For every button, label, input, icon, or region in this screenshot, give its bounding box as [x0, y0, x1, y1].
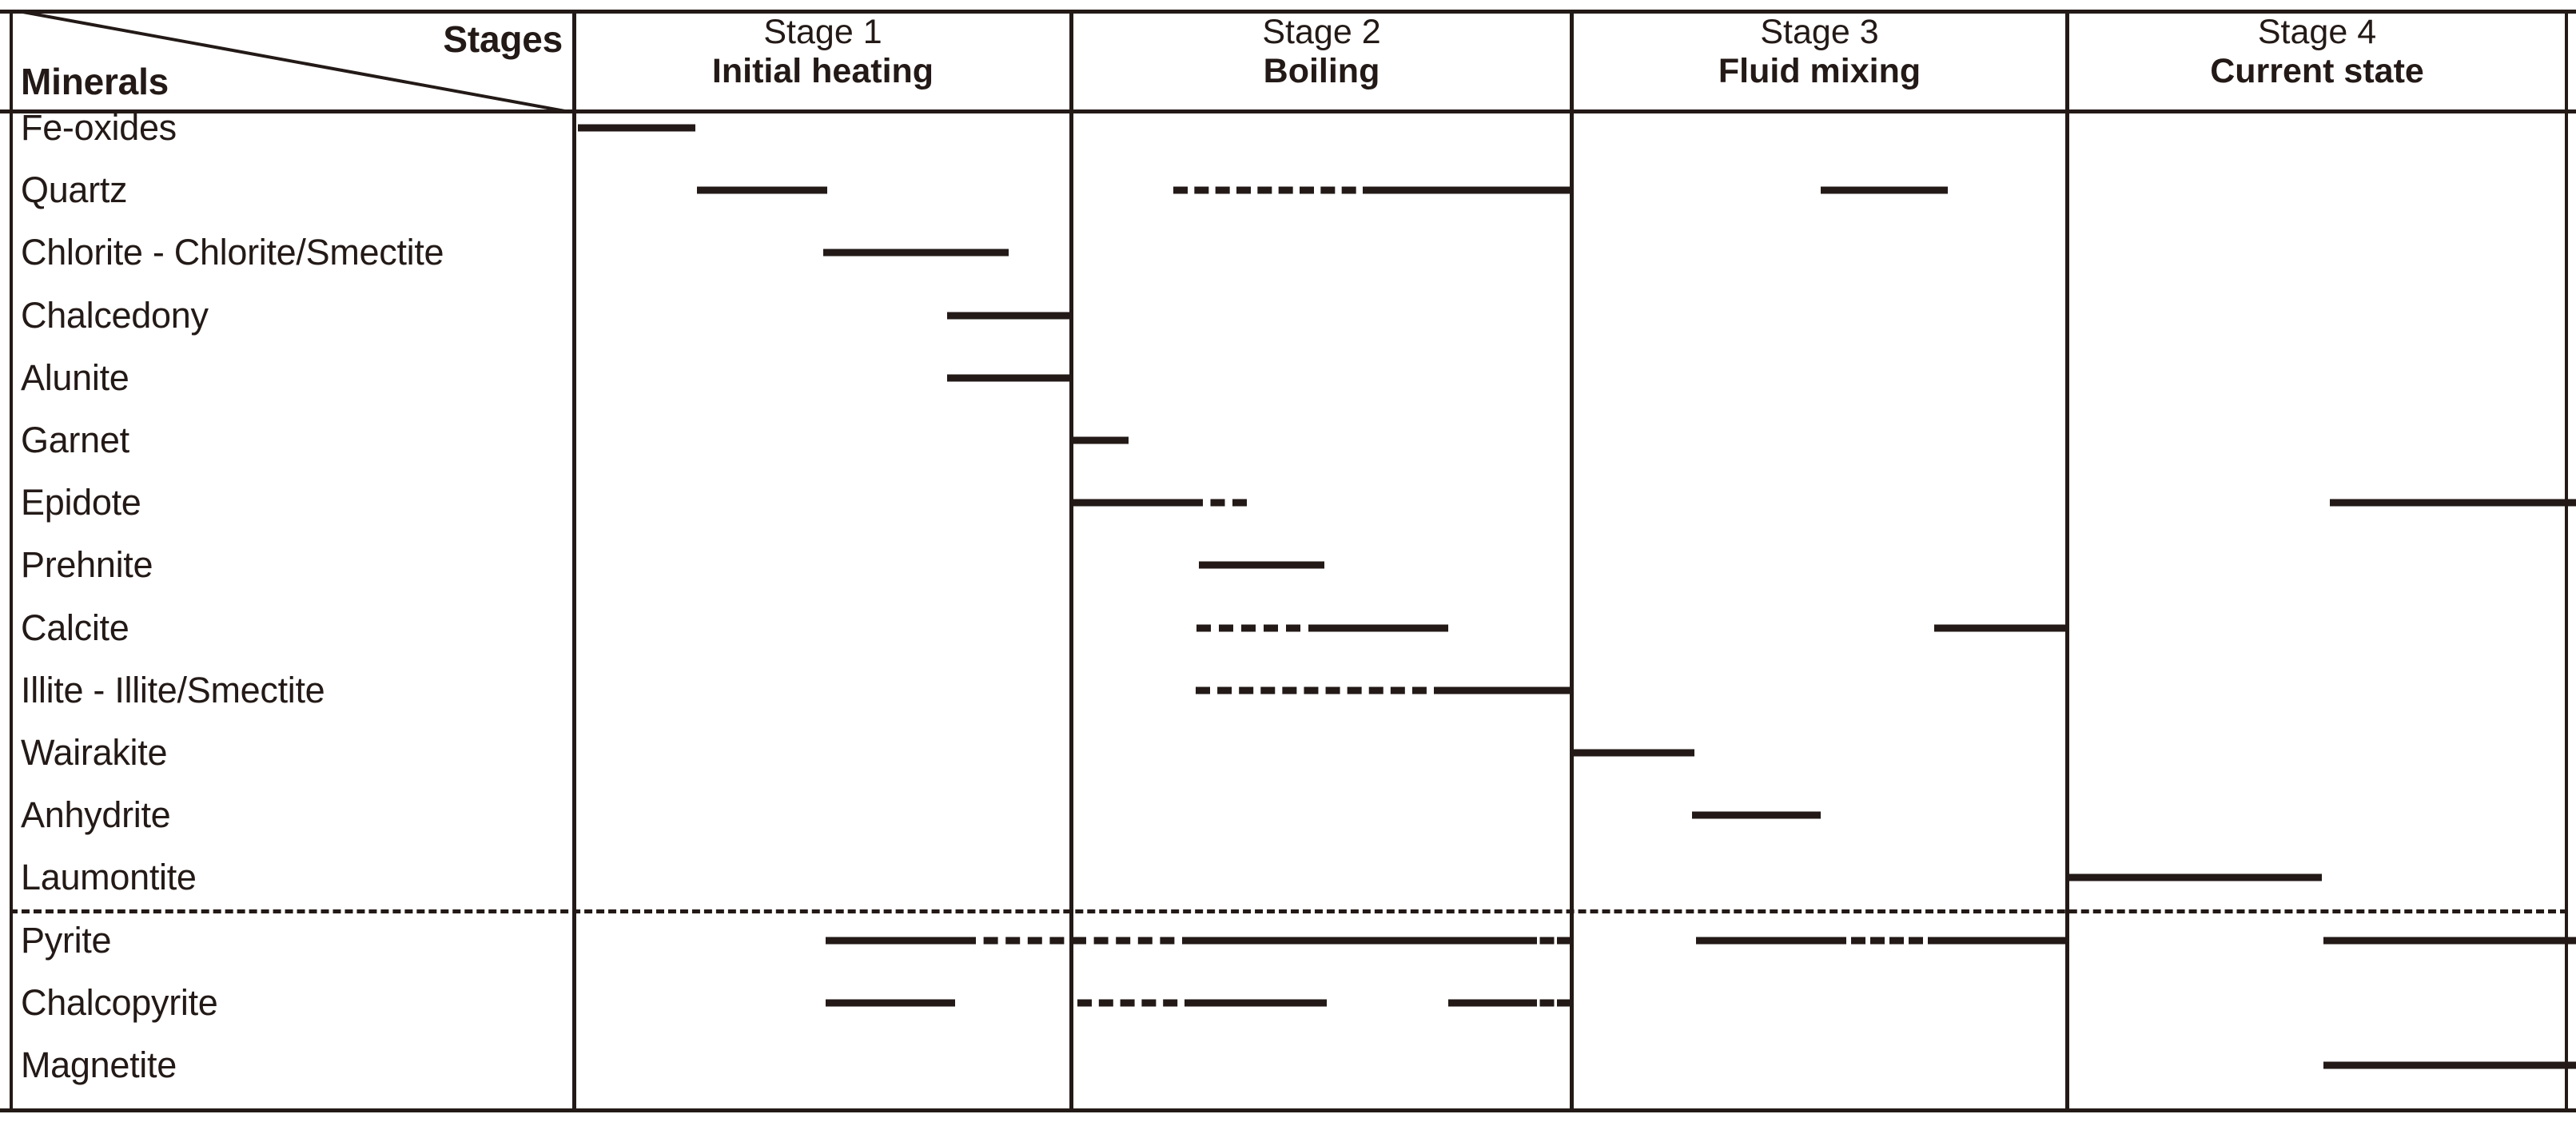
header-bottom-border — [0, 109, 2576, 113]
stage-header-2: Stage 2 Boiling — [1073, 0, 1570, 103]
occurrence-bar-solid — [1448, 999, 1523, 1007]
stage-header-3: Stage 3 Fluid mixing — [1574, 0, 2065, 103]
occurrence-bar-solid — [947, 374, 1071, 382]
stage-number-4: Stage 4 — [2257, 13, 2377, 52]
occurrence-bar-solid — [947, 312, 1071, 320]
mineral-label: Pyrite — [21, 919, 112, 961]
occurrence-bar-dashed — [1188, 499, 1247, 507]
occurrence-bar-solid — [1571, 749, 1694, 757]
occurrence-bar-solid — [1199, 561, 1324, 569]
mineral-label: Anhydrite — [21, 794, 171, 836]
mineral-label: Prehnite — [21, 544, 153, 586]
table-left-border — [10, 10, 13, 1112]
occurrence-bar-solid — [2067, 873, 2322, 881]
column-divider-stage2-stage3 — [1570, 10, 1574, 1112]
occurrence-bar-solid — [823, 249, 1009, 257]
table-bottom-border — [0, 1108, 2576, 1112]
column-divider-stage1-stage2 — [1069, 10, 1073, 1112]
occurrence-bar-solid — [1696, 937, 1832, 945]
stage-number-3: Stage 3 — [1760, 13, 1879, 52]
mineral-label: Quartz — [21, 169, 128, 211]
occurrence-bar-solid — [1323, 624, 1448, 632]
stages-axis-label: Stages — [443, 18, 563, 60]
occurrence-bar-dashed — [1196, 686, 1448, 694]
mineral-label: Laumontite — [21, 857, 197, 898]
occurrence-bar-solid — [1199, 999, 1327, 1007]
stage-number-2: Stage 2 — [1262, 13, 1381, 52]
occurrence-bar-dashed — [1196, 624, 1323, 632]
stage-header-4: Stage 4 Current state — [2069, 0, 2565, 103]
occurrence-bar-solid — [1448, 686, 1571, 694]
mineral-label: Epidote — [21, 482, 141, 523]
occurrence-bar-dashed — [1173, 186, 1377, 194]
stage-name-3: Fluid mixing — [1718, 51, 1921, 90]
minerals-axis-label: Minerals — [21, 61, 169, 102]
occurrence-bar-solid — [1821, 186, 1948, 194]
occurrence-bar-solid — [826, 999, 955, 1007]
mineral-label: Garnet — [21, 420, 129, 460]
mineral-label: Illite - Illite/Smectite — [21, 669, 325, 710]
occurrence-bar-solid — [1071, 436, 1129, 444]
occurrence-bar-solid — [2323, 937, 2576, 945]
mineral-label: Chalcopyrite — [21, 981, 218, 1023]
stage-name-2: Boiling — [1263, 51, 1380, 90]
occurrence-bar-dashed — [962, 937, 1196, 945]
mineral-label: Chlorite - Chlorite/Smectite — [21, 232, 444, 273]
mineral-label: Chalcedony — [21, 294, 209, 336]
column-divider-minerals — [572, 10, 576, 1112]
mineral-label: Calcite — [21, 607, 129, 648]
occurrence-bar-solid — [697, 186, 827, 194]
mineral-label: Magnetite — [21, 1044, 177, 1085]
mineral-label: Fe-oxides — [21, 107, 177, 148]
occurrence-bar-solid — [2323, 1061, 2576, 1069]
column-divider-stage3-stage4 — [2065, 10, 2069, 1112]
occurrence-bar-solid — [1692, 811, 1821, 819]
occurrence-bar-solid — [1377, 186, 1571, 194]
occurrence-bar-solid — [1934, 624, 2067, 632]
group-divider-dashed — [10, 909, 2568, 913]
occurrence-bar-solid — [578, 124, 695, 132]
occurrence-bar-solid — [1196, 937, 1523, 945]
occurrence-bar-dashed — [1077, 999, 1199, 1007]
stage-name-1: Initial heating — [711, 51, 934, 90]
stage-name-4: Current state — [2210, 51, 2424, 90]
occurrence-bar-solid — [1942, 937, 2067, 945]
occurrence-bar-solid — [826, 937, 962, 945]
occurrence-bar-dashed — [1832, 937, 1942, 945]
stage-number-1: Stage 1 — [763, 13, 882, 52]
table-top-border — [0, 10, 2576, 14]
mineral-label: Alunite — [21, 356, 129, 398]
occurrence-bar-dashed — [1523, 999, 1571, 1007]
mineral-label: Wairakite — [21, 732, 168, 773]
occurrence-bar-solid — [2330, 499, 2576, 507]
occurrence-bar-solid — [1071, 499, 1188, 507]
corner-header-cell: Minerals Stages — [10, 10, 574, 113]
table-right-border — [2565, 10, 2568, 1112]
occurrence-bar-dashed — [1523, 937, 1571, 945]
stage-header-1: Stage 1 Initial heating — [576, 0, 1069, 103]
